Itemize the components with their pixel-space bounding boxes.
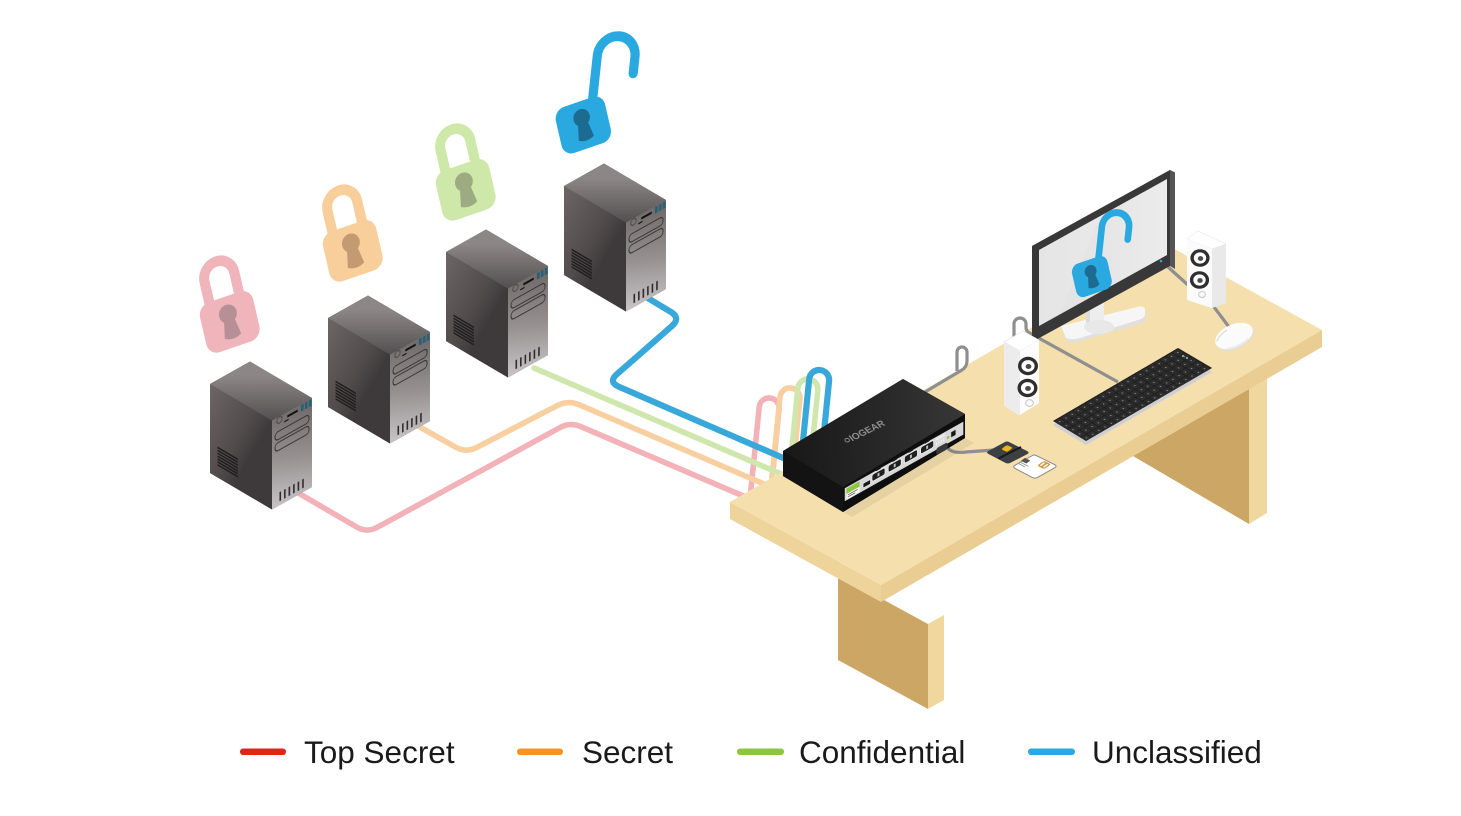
svg-text:Top Secret: Top Secret <box>304 734 455 770</box>
svg-text:Unclassified: Unclassified <box>1092 734 1262 770</box>
svg-text:Confidential: Confidential <box>799 734 965 770</box>
svg-text:Secret: Secret <box>582 734 673 770</box>
